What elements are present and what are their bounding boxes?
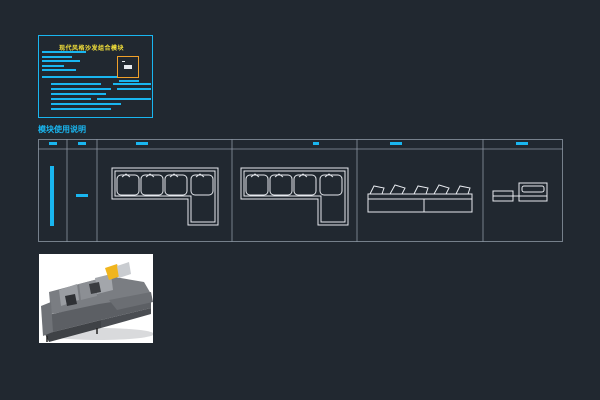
sofa-render-photo bbox=[39, 254, 154, 343]
section-title: 模块使用说明 bbox=[38, 125, 86, 134]
note-line bbox=[42, 65, 64, 67]
spec-bar bbox=[50, 166, 54, 226]
sofa-render-icon bbox=[39, 254, 154, 343]
note-line bbox=[113, 83, 151, 85]
note-line bbox=[42, 51, 86, 53]
note-line bbox=[51, 83, 101, 85]
note-line bbox=[42, 76, 118, 78]
note-line bbox=[42, 60, 80, 62]
note-line bbox=[51, 98, 91, 100]
sofa-front-elevation-icon bbox=[367, 184, 473, 213]
note-line bbox=[119, 80, 139, 82]
note-line bbox=[97, 98, 151, 100]
note-line bbox=[42, 69, 76, 71]
spec-label bbox=[76, 194, 88, 197]
sofa-side-elevation-icon bbox=[492, 182, 548, 202]
module-table bbox=[38, 139, 563, 242]
drawing-title: 现代风格沙发组合模块 bbox=[59, 45, 125, 52]
note-line bbox=[51, 103, 121, 105]
sofa-plan-icon bbox=[111, 167, 219, 226]
mini-drawing-frame bbox=[117, 56, 139, 78]
note-line bbox=[51, 93, 106, 95]
note-line bbox=[42, 56, 72, 58]
drawing-title-block: 现代风格沙发组合模块 bbox=[38, 35, 153, 118]
note-line bbox=[51, 108, 111, 110]
sofa-plan-icon bbox=[240, 167, 349, 226]
note-line bbox=[117, 88, 151, 90]
note-line bbox=[51, 88, 111, 90]
